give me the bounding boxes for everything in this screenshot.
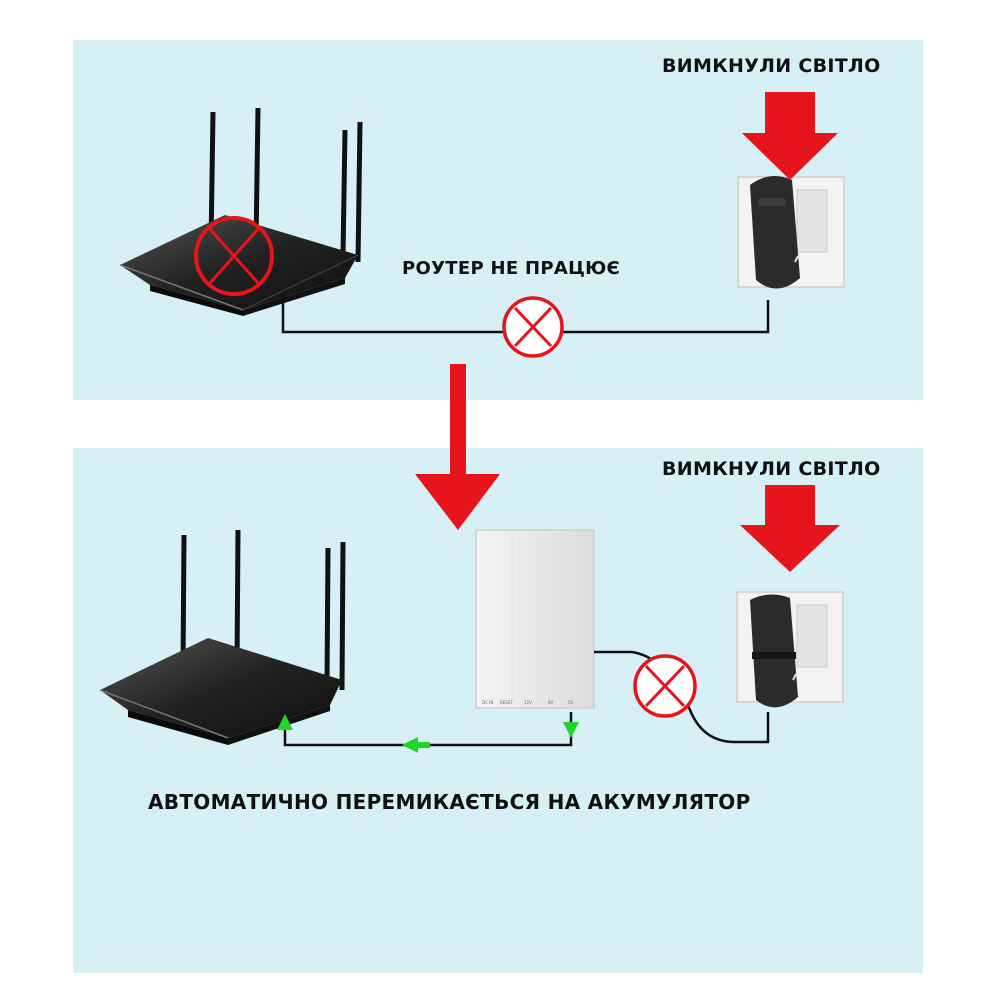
power-flow-arrows	[277, 714, 579, 753]
ups-port-label: DC IN	[482, 700, 493, 705]
wall-to-ups-cable	[594, 650, 770, 744]
router-antenna	[324, 547, 331, 685]
router-antenna	[340, 129, 348, 257]
auto-switch-caption: АВТОМАТИЧНО ПЕРЕМИКАЄТЬСЯ НА АКУМУЛЯТОР	[148, 790, 751, 814]
ups-port-label: RESET	[500, 700, 513, 705]
router-top	[119, 107, 363, 316]
router-bottom	[99, 529, 346, 745]
power-off-arrow-bottom	[740, 485, 840, 572]
ups-port-label: 9V	[548, 700, 554, 705]
router-antenna	[355, 121, 363, 263]
ups-port-label: 5V	[568, 700, 574, 705]
router-body	[100, 638, 342, 738]
router-status-label: РОУТЕР НЕ ПРАЦЮЄ	[402, 258, 621, 279]
ups-to-router-cable	[283, 712, 573, 747]
flow-arrow-icon	[563, 722, 579, 738]
power-off-arrow-top	[742, 92, 838, 180]
transition-arrow-down	[415, 364, 500, 530]
router-antenna	[180, 534, 187, 669]
power-off-label: ВИМКНУЛИ СВІТЛО	[662, 55, 881, 77]
ups-battery: DC IN RESET 12V 9V 5V	[475, 529, 595, 709]
cable-off-x-icon	[633, 654, 697, 718]
router-antenna	[234, 529, 241, 667]
power-off-label: ВИМКНУЛИ СВІТЛО	[662, 458, 881, 480]
flow-arrow-icon	[402, 737, 418, 753]
flow-arrow-icon	[277, 714, 293, 730]
ups-port-label: 12V	[524, 700, 532, 705]
router-antenna	[253, 107, 261, 245]
cable-off-x-icon	[502, 296, 564, 358]
router-antenna	[339, 541, 346, 691]
router-off-x-icon	[194, 216, 274, 296]
wall-outlet-bottom	[736, 591, 844, 708]
wall-outlet-top	[737, 176, 845, 289]
